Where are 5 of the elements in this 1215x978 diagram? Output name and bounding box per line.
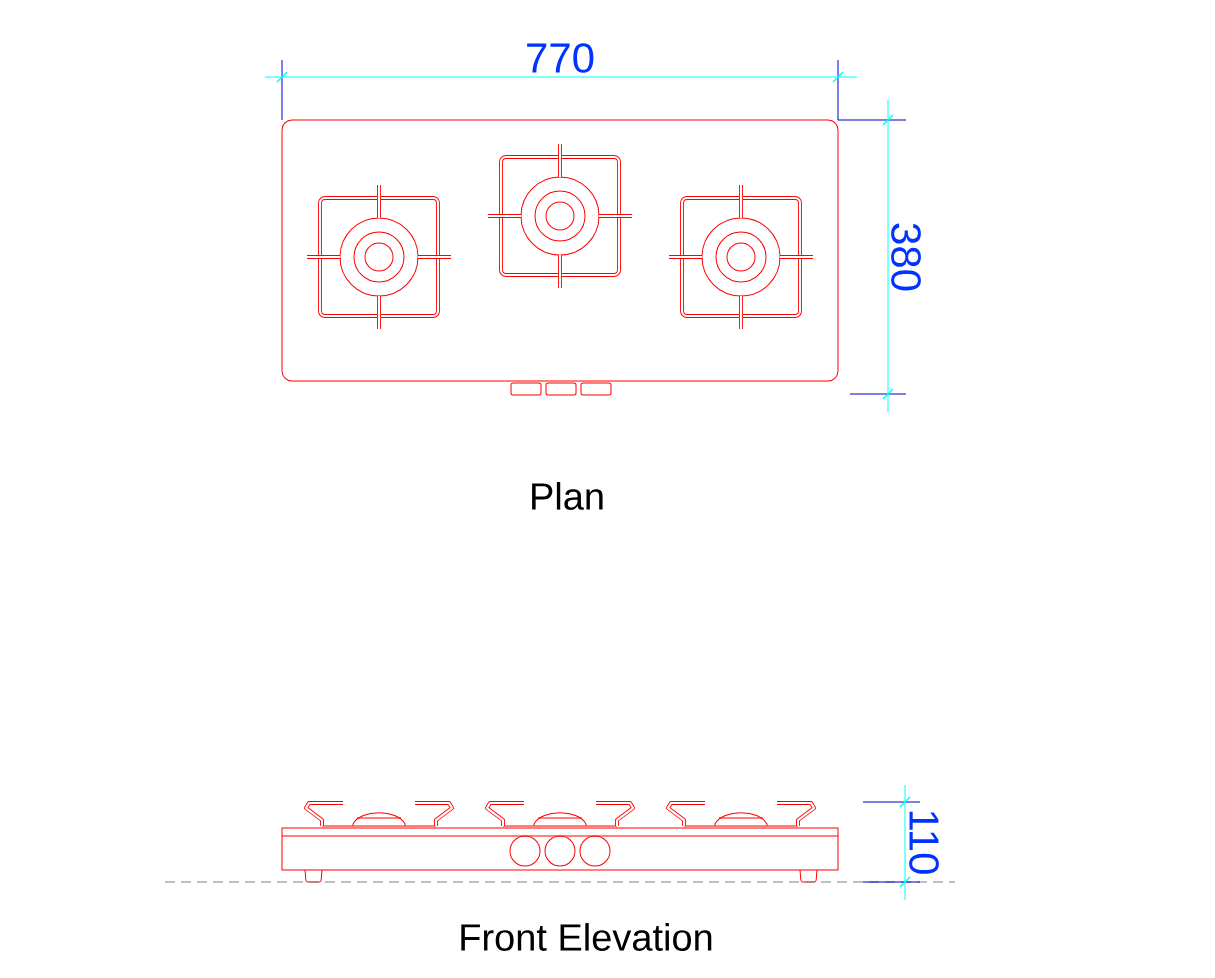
dimension-label: 770 bbox=[527, 43, 594, 73]
dimension-label: 380 bbox=[891, 223, 921, 291]
view-title: Plan bbox=[532, 482, 603, 510]
view-title: Front Elevation bbox=[461, 923, 712, 951]
dimension-label: 110 bbox=[909, 811, 939, 874]
